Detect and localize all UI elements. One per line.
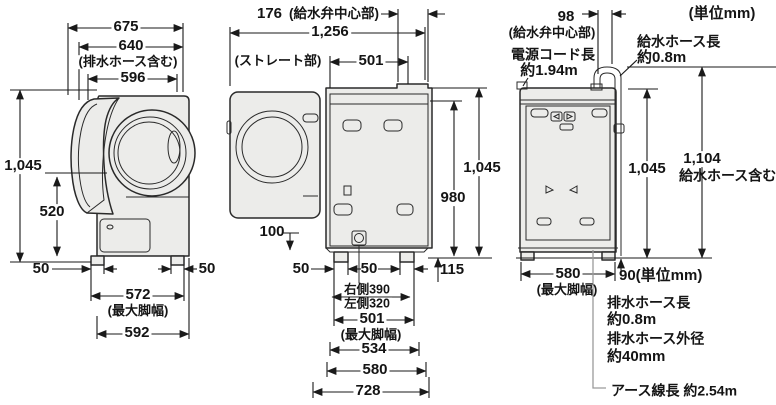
dim-rear-90-unit: 90(単位mm) (619, 267, 703, 285)
dim-open-drain-right-390: 右側390 (342, 282, 392, 297)
unit-note: (単位mm) (688, 5, 756, 23)
dim-open-501-top: 501 (356, 52, 386, 70)
dim-open-501-feet: 501 (357, 310, 387, 328)
dim-side-640: 640 (116, 37, 146, 55)
dim-side-520: 520 (37, 203, 67, 221)
dim-open-176-note: (給水弁中心部) (289, 6, 380, 22)
dim-open-534: 534 (359, 340, 389, 358)
dim-open-728: 728 (353, 382, 383, 400)
dim-open-100: 100 (259, 223, 285, 241)
dim-open-1256: 1,256 (309, 23, 351, 41)
dim-open-980: 980 (438, 189, 468, 207)
dim-rear-580-note: (最大脚幅) (536, 282, 598, 298)
rear-earth-wire-label: アース線長 約2.54m (611, 382, 738, 399)
dim-side-596: 596 (118, 69, 148, 87)
dim-open-115: 115 (439, 261, 465, 279)
dim-side-height-1045: 1,045 (2, 157, 44, 175)
rear-view-drawing (516, 66, 625, 261)
side-view-drawing (70, 95, 196, 266)
rear-power-cord-value: 約1.94m (520, 62, 578, 80)
dim-rear-1104: 1,104 (681, 150, 723, 168)
rear-power-cord-label: 電源コード長 (511, 46, 595, 63)
rear-drain-hose-value: 約0.8m (607, 311, 657, 329)
side-view-dimensions (10, 23, 197, 339)
dim-side-foot-left-50: 50 (32, 260, 50, 278)
dim-rear-98: 98 (557, 8, 575, 26)
dim-side-675: 675 (111, 18, 141, 36)
dim-rear-580: 580 (553, 265, 583, 283)
dim-side-foot-right-50: 50 (198, 260, 216, 278)
dim-open-straight-note: (ストレート部) (234, 53, 322, 69)
rear-drain-dia-value: 約40mm (607, 348, 666, 366)
dim-open-foot-right-50: 50 (360, 260, 378, 278)
rear-supply-hose-label: 給水ホース長 (637, 33, 721, 50)
dim-open-drain-left-320: 左側320 (342, 296, 392, 311)
dim-open-580: 580 (360, 361, 390, 379)
dim-rear-1104-note: 給水ホース含む (679, 167, 776, 184)
dim-rear-height-1045: 1,045 (626, 160, 668, 178)
dim-open-176-value: 176 (257, 5, 283, 23)
rear-drain-hose-label: 排水ホース長 (607, 294, 691, 311)
dim-open-176: 176 (給水弁中心部) (257, 6, 379, 22)
rear-drain-dia-label: 排水ホース外径 (607, 330, 705, 347)
dim-side-572-note: (最大脚幅) (107, 303, 169, 319)
dim-side-572: 572 (123, 286, 153, 304)
dim-rear-98-note: (給水弁中心部) (508, 25, 596, 41)
dim-open-501-note: (最大脚幅) (338, 327, 404, 343)
rear-view-dimensions (516, 10, 776, 389)
open-door-view-drawing (226, 83, 433, 292)
dim-side-592: 592 (122, 324, 152, 342)
dim-open-foot-left-50: 50 (292, 260, 310, 278)
dim-open-height-1045: 1,045 (461, 159, 503, 177)
dim-side-640-note: (排水ホース含む) (76, 54, 180, 70)
rear-supply-hose-value: 約0.8m (637, 49, 687, 67)
